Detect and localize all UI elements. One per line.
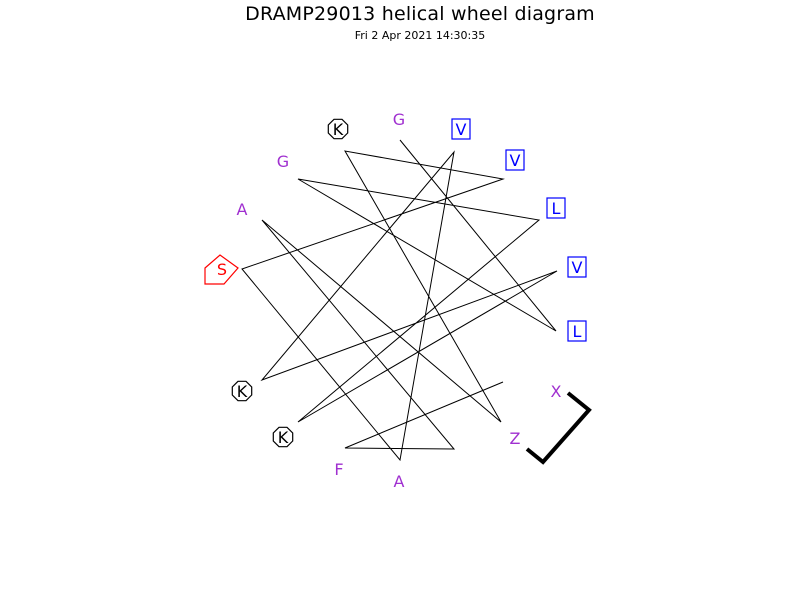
residue-marker-square <box>546 197 566 219</box>
residue-label: K <box>333 120 344 139</box>
residue-label: X <box>551 382 562 401</box>
residue-label: Z <box>510 429 521 448</box>
residue-label: A <box>394 472 405 491</box>
residue-label: V <box>510 151 521 170</box>
residue-label: G <box>393 110 405 129</box>
terminal-bracket <box>525 391 592 465</box>
residue-label: A <box>237 200 248 219</box>
diagram-title: DRAMP29013 helical wheel diagram <box>245 3 595 25</box>
residue-label: S <box>217 260 227 279</box>
residue-marker-pentagon <box>204 254 239 285</box>
residue-label: V <box>456 120 467 139</box>
residue-marker-octagon <box>327 118 349 140</box>
residue-label: K <box>278 428 289 447</box>
diagram-timestamp: Fri 2 Apr 2021 14:30:35 <box>354 29 486 42</box>
residue-marker-square <box>567 256 587 278</box>
residue-marker-octagon <box>272 426 294 448</box>
residue-marker-square <box>451 118 471 140</box>
residue-marker-square <box>505 149 525 171</box>
wheel-connection-path <box>241 139 558 462</box>
residue-label: V <box>572 258 583 277</box>
residue-marker-octagon <box>231 380 253 402</box>
residue-label: L <box>552 199 561 218</box>
residue-label: K <box>237 382 248 401</box>
residue-marker-square <box>567 320 587 342</box>
residue-label: G <box>277 152 289 171</box>
residue-label: F <box>334 460 343 479</box>
residue-label: L <box>573 322 582 341</box>
